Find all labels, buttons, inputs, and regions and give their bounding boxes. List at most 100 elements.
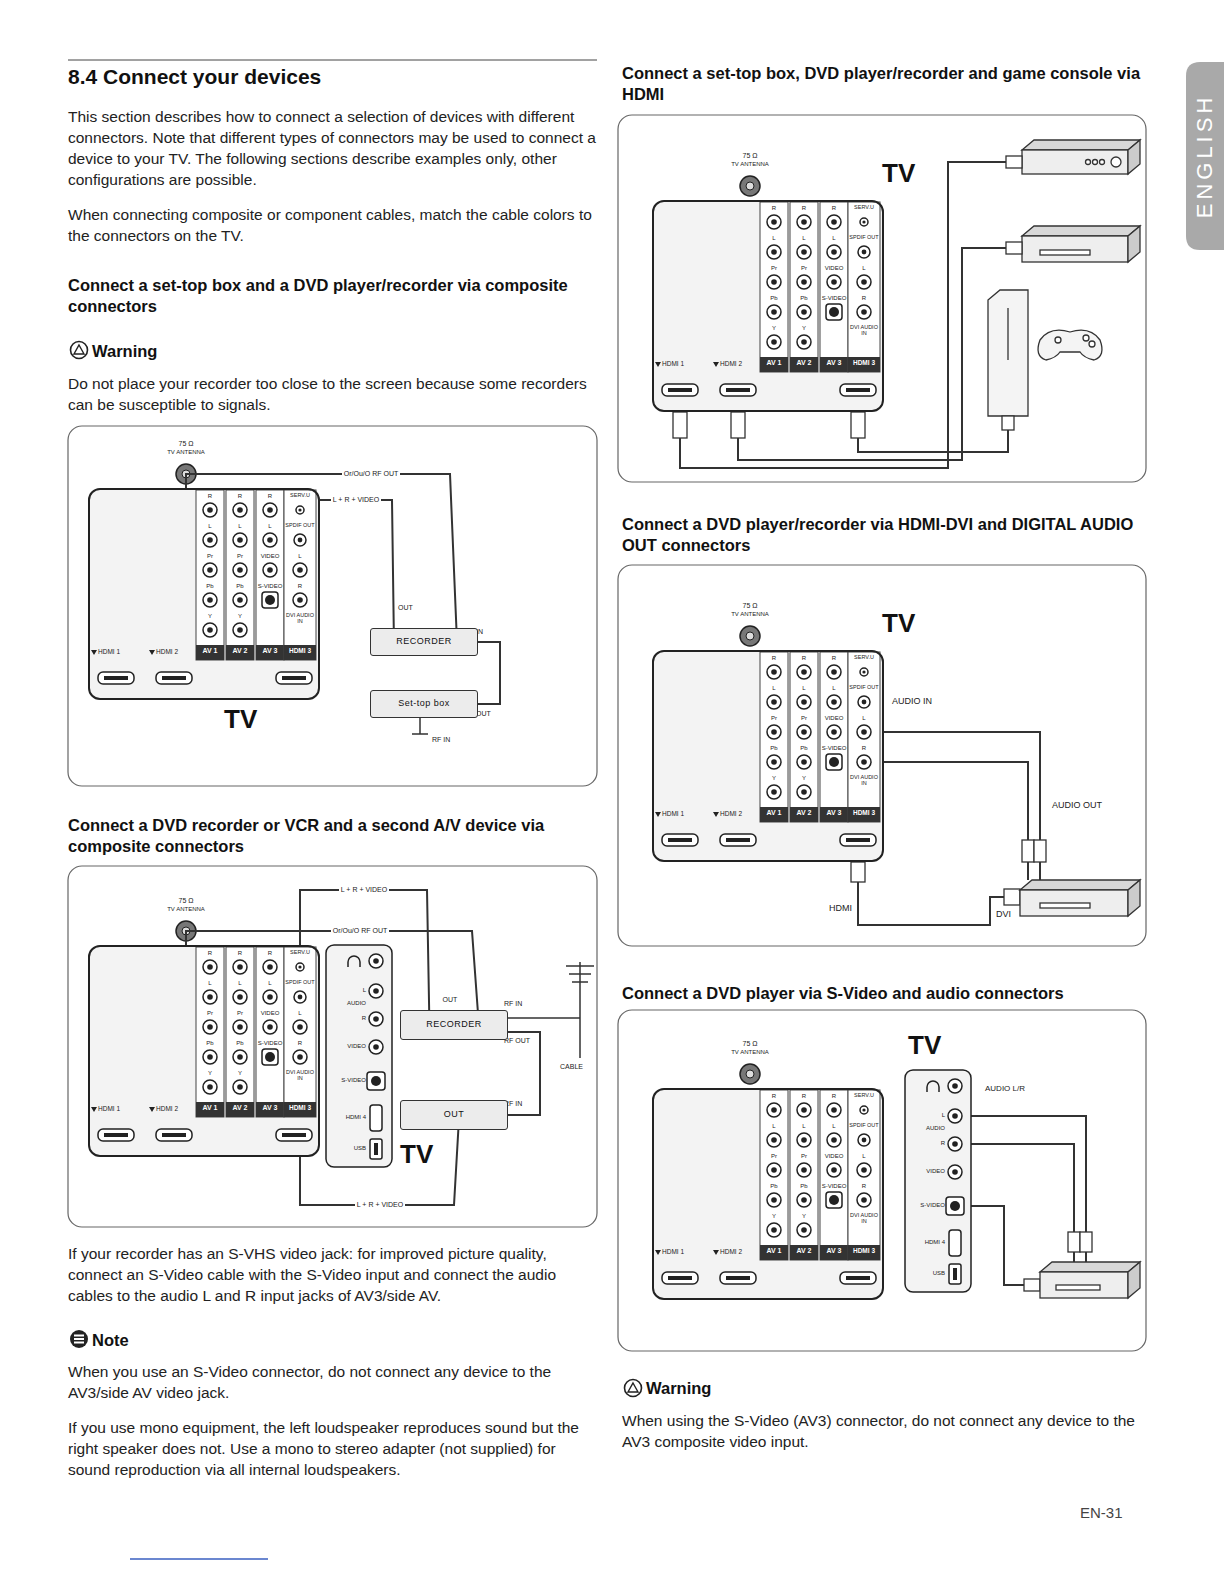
connector-label: Pr <box>760 265 788 272</box>
illustration-part <box>851 862 865 882</box>
jack-pin <box>861 309 867 315</box>
connector-label: S-VIDEO <box>907 1202 945 1209</box>
connector-label: L <box>790 1123 818 1130</box>
column-tab <box>226 1102 254 1117</box>
illustration-part <box>1020 880 1140 890</box>
connector-label: L <box>226 523 254 530</box>
connector-label: 75 Ω <box>728 1040 772 1048</box>
hdmi-port <box>949 1230 961 1256</box>
hdmi-slot <box>104 1133 128 1137</box>
note-icon <box>70 1330 88 1348</box>
usb-slot <box>953 1268 957 1280</box>
connector-label: R <box>790 655 818 662</box>
hdmi-port <box>156 1129 192 1141</box>
hdmi-port <box>276 1129 312 1141</box>
connector-label: L <box>790 235 818 242</box>
jack-socket <box>203 533 217 547</box>
connector-label: L <box>818 235 850 242</box>
fig4-devices <box>851 732 1140 925</box>
column-tab <box>760 1245 788 1260</box>
illustration-part <box>988 290 1028 416</box>
jack-socket <box>233 960 247 974</box>
jack-socket <box>203 563 217 577</box>
jack-socket <box>827 245 841 259</box>
tv-panel: TV <box>88 945 320 1157</box>
connector-label: L <box>818 1123 850 1130</box>
label-text: CABLE <box>560 1062 600 1071</box>
jack-pin <box>237 627 243 633</box>
jack-socket <box>857 275 871 289</box>
panel-ground <box>652 650 884 862</box>
jack-socket <box>369 954 383 968</box>
hdmi-port <box>98 672 134 684</box>
jack-socket <box>860 668 868 676</box>
jack-pin <box>952 1169 958 1175</box>
jack-socket <box>767 755 781 769</box>
body-paragraph: Do not place your recorder too close to … <box>68 373 598 415</box>
illustration-part <box>1068 1232 1080 1252</box>
jack-socket <box>827 1133 841 1147</box>
hdmi-port <box>662 384 698 396</box>
jack-socket <box>203 503 217 517</box>
connector-label: Y <box>760 775 788 782</box>
connector-label: R <box>818 1093 850 1100</box>
jack-pin <box>771 339 777 345</box>
illustration-part <box>673 412 687 438</box>
connector-label: AV 1 <box>196 1104 224 1112</box>
jack-pin <box>952 1141 958 1147</box>
jack-pin <box>831 1167 837 1173</box>
jack-socket <box>827 275 841 289</box>
jack-socket <box>203 1050 217 1064</box>
tv-panel: TV <box>652 650 884 862</box>
connector-label: L <box>818 685 850 692</box>
jack-pin <box>952 1113 958 1119</box>
jack-column <box>790 652 818 822</box>
illustration-part <box>1022 236 1128 262</box>
connector-label: VIDEO <box>254 553 286 560</box>
connector-label: DVI AUDIO IN <box>284 612 316 625</box>
connector-label: Pb <box>196 1040 224 1047</box>
illustration-part <box>731 412 745 438</box>
jack-pin <box>831 1107 837 1113</box>
illustration-part <box>625 1380 642 1397</box>
jack-pin <box>267 567 273 573</box>
svideo-pin <box>829 757 839 767</box>
panel-ground <box>88 488 320 700</box>
jack-pin <box>831 669 837 675</box>
jack-socket <box>858 246 870 258</box>
jack-column <box>848 652 880 822</box>
hdmi-slot <box>668 388 692 392</box>
connector-label: L <box>284 1010 316 1017</box>
connector-label: VIDEO <box>818 1153 850 1160</box>
section-heading: Connect a set-top box, DVD player/record… <box>622 63 1152 105</box>
warning-icon <box>625 1380 642 1397</box>
hdmi-slot <box>726 1276 750 1280</box>
jack-pin <box>831 729 837 735</box>
connector-label: L <box>226 980 254 987</box>
jack-pin <box>771 249 777 255</box>
svideo-pin <box>371 1076 381 1086</box>
jack-pin <box>862 700 867 705</box>
connector-label: SERV.U <box>848 654 880 660</box>
jack-socket <box>203 1020 217 1034</box>
side-av-panel <box>326 945 392 1167</box>
connector-label: AV 3 <box>256 1104 284 1112</box>
connector-label: HDMI 1 <box>662 1248 706 1255</box>
hdmi-port <box>662 1272 698 1284</box>
cable-label: Or/Ou/O RF OUT <box>342 470 400 478</box>
illustration-part <box>1022 150 1128 174</box>
device-label: OUT <box>401 1101 507 1129</box>
connector-label: DVI AUDIO IN <box>848 324 880 337</box>
illustration-part <box>628 1383 638 1392</box>
jack-column <box>284 947 316 1117</box>
jack-socket <box>827 215 841 229</box>
illustration-part <box>1038 330 1102 360</box>
hdmi-slot <box>282 1133 306 1137</box>
jack-pin <box>861 1197 867 1203</box>
jack-socket <box>767 1103 781 1117</box>
jack-column <box>820 202 848 372</box>
tv-panel: TV <box>652 200 884 412</box>
connector-label: R <box>790 1093 818 1100</box>
connector-label: Pb <box>226 583 254 590</box>
connector-label: L <box>284 553 316 560</box>
